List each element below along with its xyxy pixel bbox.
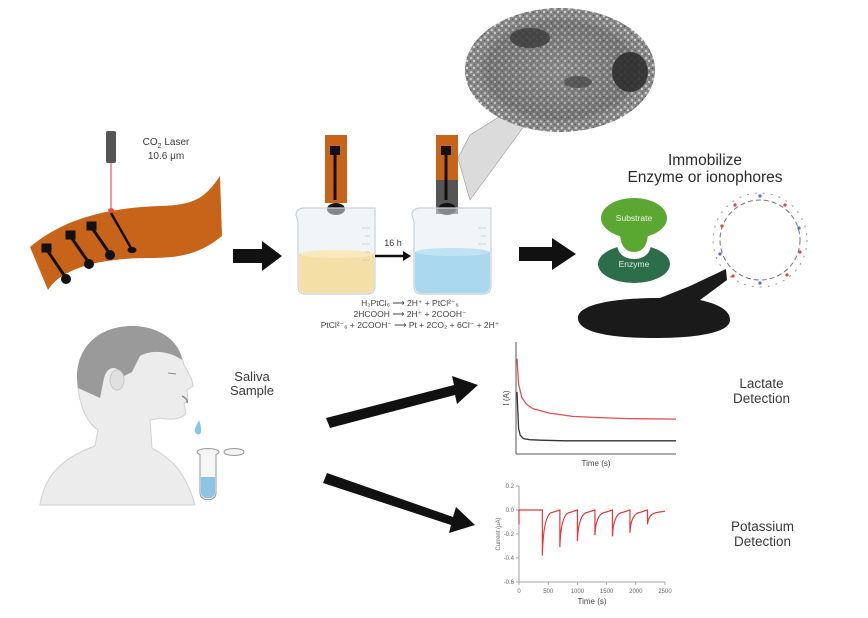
immobilize-title: Immobilize Enzyme or ionophores [590, 152, 820, 186]
electrode-patterns [41, 212, 137, 284]
sample-tube-icon [196, 448, 245, 501]
potassium-chart: Time (s) Current (μA) 0.2 0.0 -0.2 -0.4 -0.6… [496, 484, 672, 606]
polyimide-sheet [30, 176, 222, 290]
laser-wavelength: 10.6 μm [147, 150, 185, 162]
lactate-series-1 [516, 391, 676, 442]
lactate-chart: Time (s) I (A) [502, 342, 677, 468]
potassium-x-tick-label: 500 [543, 589, 554, 595]
potassium-y-tick-label: -0.2 [504, 532, 515, 538]
potassium-x-label: Time (s) [577, 597, 606, 606]
potassium-x-tick-label: 1000 [571, 589, 585, 595]
potassium-line1: Potassium [730, 519, 795, 534]
person-illustration [39, 326, 196, 506]
reaction-equation-3: PtCl²⁻₆ + 2COOH⁻ ⟶ Pt + 2CO₂ + 6Cl⁻ + 2H… [320, 320, 500, 330]
potassium-x-tick-label: 2000 [629, 589, 643, 595]
potassium-detection-label: Potassium Detection [710, 519, 815, 550]
reaction-equation-2: 2HCOOH ⟶ 2H⁺ + 2COOH⁻ [353, 309, 467, 319]
arrow-to-lactate [326, 376, 478, 428]
process-arrow-1 [233, 241, 282, 271]
enzyme-label: Enzyme [618, 259, 650, 269]
lactate-detection-label: Lactate Detection [714, 376, 809, 407]
lactate-line2: Detection [732, 390, 791, 406]
saliva-label: Saliva Sample [222, 369, 282, 399]
reaction-equation-1: H₂PtCl₆ ⟶ 2H⁺ + PtCl²⁻₆ [361, 298, 459, 308]
saliva-label-line1: Saliva [234, 369, 270, 384]
beaker-initial [295, 135, 376, 295]
lactate-y-label: I (A) [502, 390, 511, 405]
sem-image [465, 8, 655, 132]
immobilize-title-line2: Enzyme or ionophores [627, 169, 783, 187]
potassium-y-tick-label: 0.2 [506, 484, 515, 490]
ionophore-molecule [712, 192, 808, 288]
lactate-x-label: Time (s) [581, 459, 610, 468]
potassium-x-tick-label: 1500 [600, 589, 614, 595]
arrow-to-potassium [323, 473, 475, 533]
beaker-platinized [411, 135, 492, 295]
immobilize-title-line1: Immobilize [667, 152, 743, 169]
lactate-series-0 [516, 358, 677, 420]
laser-label-co: CO [142, 137, 158, 148]
laser-label-rest: Laser [161, 137, 190, 148]
potassium-y-tick-label: 0.0 [506, 508, 515, 514]
process-arrow-2 [519, 238, 576, 270]
potassium-y-label: Current (μA) [496, 517, 502, 550]
plating-time-label: 16 h [384, 238, 402, 248]
laser-head-icon [106, 131, 116, 163]
saliva-drop-icon [194, 420, 202, 435]
modified-electrode-shape [578, 269, 730, 338]
potassium-y-tick-label: -0.6 [504, 580, 515, 586]
lactate-line1: Lactate [739, 376, 784, 391]
potassium-x-tick-label: 2500 [658, 589, 672, 595]
enzyme-substrate-icon [598, 198, 670, 283]
potassium-series [518, 509, 666, 556]
potassium-y-tick-label: -0.4 [504, 556, 515, 562]
ionophore-atoms [718, 194, 802, 285]
substrate-label: Substrate [615, 213, 653, 223]
potassium-x-tick-label: 0 [517, 589, 521, 595]
laser-label: CO2 Laser 10.6 μm [126, 137, 206, 162]
laser-label-sub: 2 [157, 143, 162, 150]
saliva-label-line2: Sample [229, 383, 275, 399]
potassium-line2: Detection [733, 533, 792, 549]
